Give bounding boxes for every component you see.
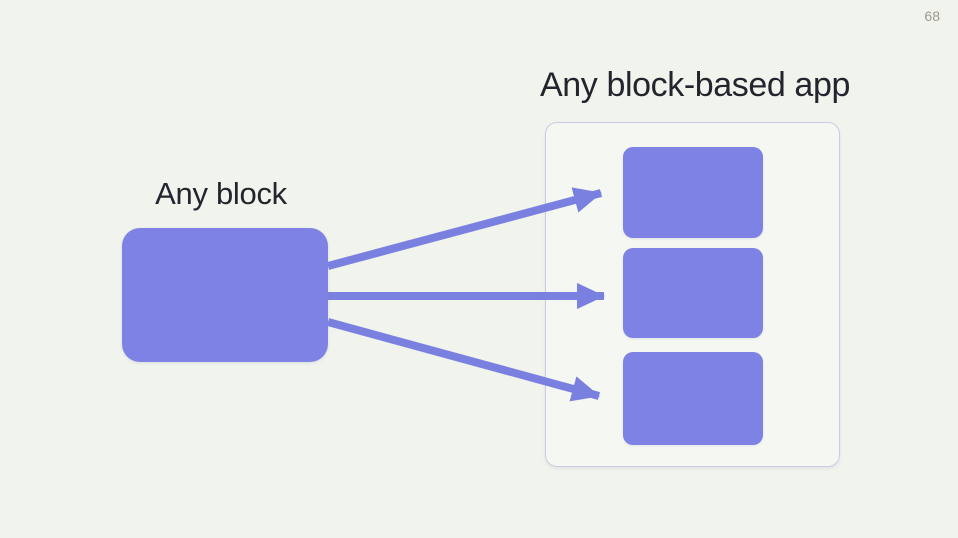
source-block-label: Any block — [155, 176, 287, 211]
app-block-1 — [623, 147, 763, 238]
app-container — [545, 122, 840, 467]
source-block — [122, 228, 328, 362]
app-block-3 — [623, 352, 763, 445]
app-block-2 — [623, 248, 763, 338]
app-title: Any block-based app — [540, 66, 850, 104]
page-number: 68 — [924, 8, 940, 24]
